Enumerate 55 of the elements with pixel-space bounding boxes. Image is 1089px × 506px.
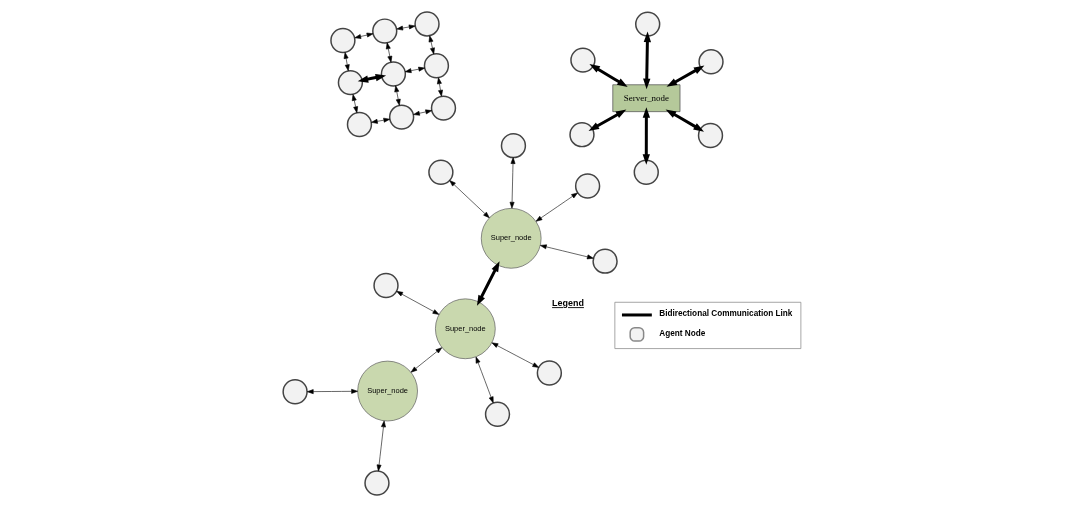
arrow <box>351 93 358 113</box>
node-circle <box>569 46 596 73</box>
node-circle <box>697 48 724 74</box>
legend-label: Agent Node <box>658 328 705 338</box>
arrow <box>539 244 594 259</box>
arrow <box>393 85 401 106</box>
node-circle <box>423 52 449 78</box>
node-circle <box>363 469 390 496</box>
node-circle <box>536 359 562 386</box>
node-circle <box>697 122 723 148</box>
node-circle <box>591 247 618 274</box>
node-circle <box>568 121 595 147</box>
arrow <box>509 156 515 208</box>
node-circle <box>346 111 372 137</box>
arrow <box>428 35 435 54</box>
node-circle <box>484 401 510 427</box>
node-circle <box>329 27 356 53</box>
arrow <box>535 192 578 222</box>
arrow <box>385 42 392 63</box>
node-circle <box>388 103 414 130</box>
arrow <box>588 63 628 87</box>
arrow <box>665 108 704 132</box>
node-circle <box>634 10 660 37</box>
arrow <box>343 51 350 71</box>
arrow <box>448 179 490 218</box>
node-circle <box>281 378 308 404</box>
node-circle <box>633 159 659 185</box>
node-circle <box>574 172 600 199</box>
arrow <box>666 65 704 87</box>
arrow <box>354 32 373 39</box>
arrow <box>642 31 651 89</box>
arrow <box>395 24 415 30</box>
node-circle <box>337 69 363 95</box>
arrow <box>412 109 432 116</box>
arrow <box>376 420 386 471</box>
node-circle <box>372 272 399 298</box>
node-circle <box>413 10 440 37</box>
node-circle <box>500 132 526 158</box>
node-circle <box>380 60 406 87</box>
arrow <box>404 66 425 73</box>
node-circle <box>430 94 456 121</box>
label: Legend <box>551 297 584 308</box>
arrow <box>491 342 539 368</box>
arrow <box>306 388 358 394</box>
arrow <box>370 117 390 124</box>
arrow <box>410 346 442 373</box>
arrow <box>642 106 650 165</box>
arrow <box>476 260 500 306</box>
arrow <box>475 356 494 403</box>
legend-label: Bidirectional Communication Link <box>658 308 792 318</box>
arrow <box>436 77 443 96</box>
arrow <box>588 109 626 131</box>
arrow <box>395 290 439 315</box>
node-box: Server_node <box>611 83 680 112</box>
node-circle <box>371 17 397 44</box>
